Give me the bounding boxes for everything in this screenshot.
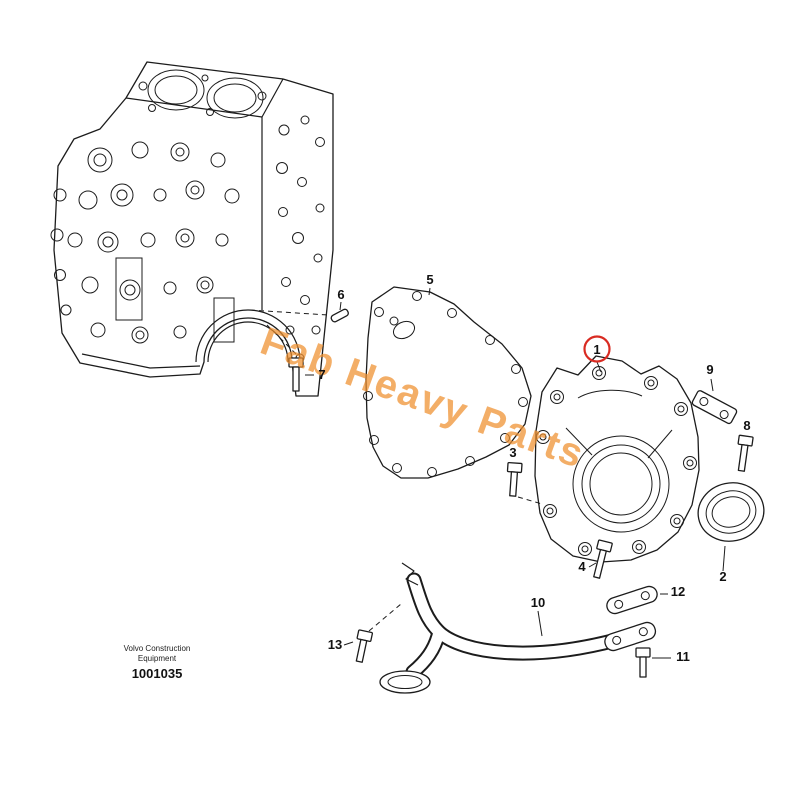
callout-2: 2 xyxy=(719,569,726,584)
assembly-dashed-lines xyxy=(249,309,543,632)
callout-8: 8 xyxy=(743,418,750,433)
timing-gasket xyxy=(363,286,532,479)
bolt-13 xyxy=(355,629,374,663)
pipe-flange xyxy=(604,621,657,652)
callout-3: 3 xyxy=(509,445,516,460)
callouts: 1 2 3 4 5 6 7 8 9 10 11 12 13 xyxy=(318,272,750,664)
crankshaft-seal xyxy=(697,482,765,542)
callout-9: 9 xyxy=(706,362,713,377)
figure-number: 1001035 xyxy=(132,666,183,681)
oil-pump-housing xyxy=(534,355,700,563)
dowel-pin xyxy=(330,308,349,323)
footer: Volvo Construction Equipment 1001035 xyxy=(124,644,191,681)
callout-5: 5 xyxy=(426,272,433,287)
engine-block xyxy=(50,61,334,397)
callout-4: 4 xyxy=(578,559,586,574)
callout-11: 11 xyxy=(676,649,690,664)
callout-10: 10 xyxy=(531,595,545,610)
brand-line-2: Equipment xyxy=(138,654,177,663)
highlight-circle xyxy=(583,335,611,363)
callout-7: 7 xyxy=(318,367,325,382)
callout-leader-lines xyxy=(305,287,726,659)
callout-12: 12 xyxy=(671,584,685,599)
bolt-3 xyxy=(506,461,523,497)
bracket xyxy=(691,390,738,425)
flange-gasket xyxy=(606,585,658,615)
bolt-11 xyxy=(635,647,651,678)
brand-line-1: Volvo Construction xyxy=(124,644,191,653)
callout-13: 13 xyxy=(328,637,342,652)
callout-6: 6 xyxy=(337,287,344,302)
bolt-8 xyxy=(737,434,754,472)
oil-suction-pipe xyxy=(379,562,624,694)
bolt-7 xyxy=(288,357,304,392)
callout-1: 1 xyxy=(593,342,600,357)
bolt-4 xyxy=(593,539,613,579)
